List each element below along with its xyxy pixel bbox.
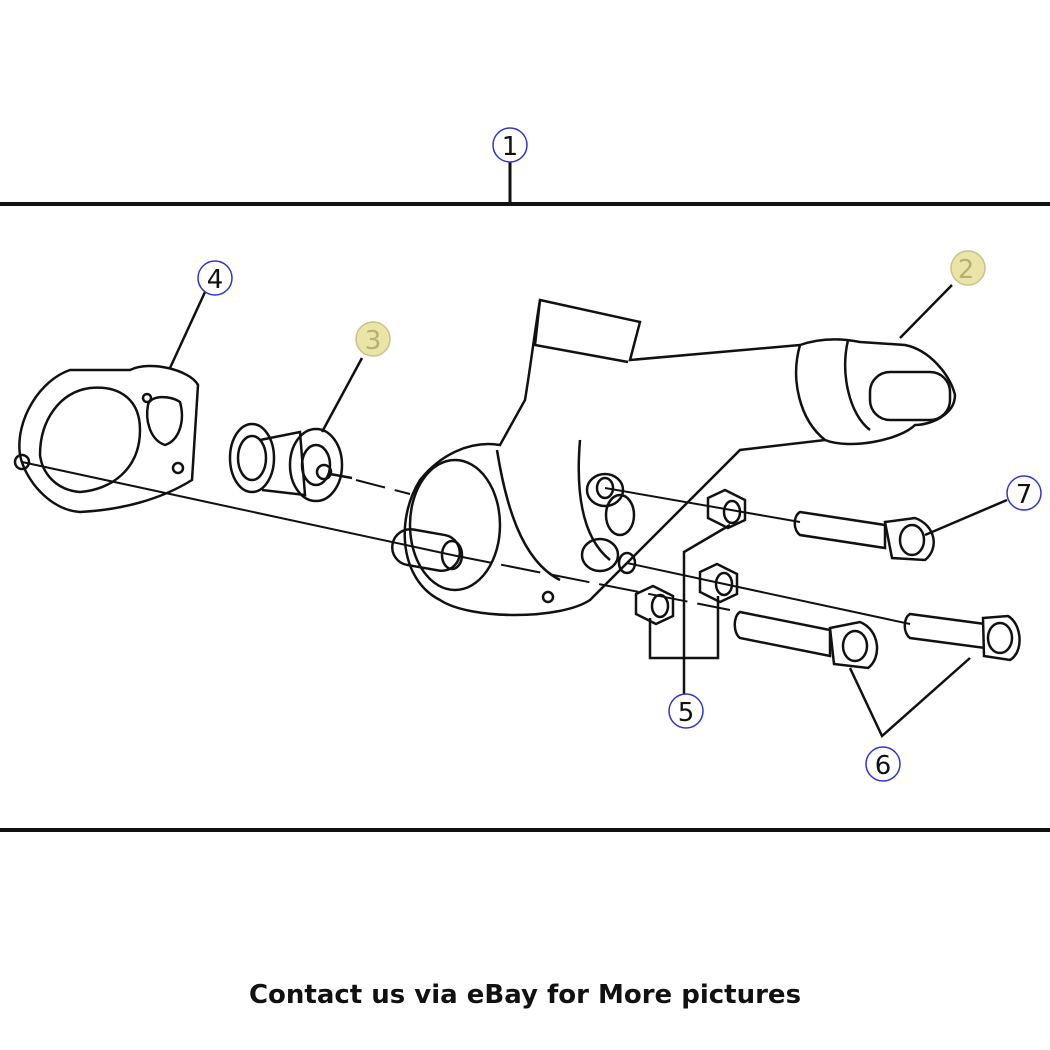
callout-label: 7 [1016, 480, 1033, 510]
callout-label: 2 [958, 255, 975, 285]
callout-7: 7 [1006, 475, 1042, 511]
thermostat-part [228, 422, 353, 503]
leader-4 [168, 291, 207, 369]
callout-label: 5 [678, 698, 695, 728]
callout-ring [865, 746, 901, 782]
callout-ring [1006, 475, 1042, 511]
leader-7 [924, 498, 1008, 537]
callout-2: 2 [950, 250, 986, 286]
callout-3: 3 [355, 321, 391, 357]
bolt-parts [733, 510, 1021, 670]
gasket-part [13, 364, 200, 514]
callout-4: 4 [197, 260, 233, 296]
leader-3 [320, 357, 364, 433]
leader-5b [682, 523, 731, 694]
leader-6 [848, 657, 971, 739]
callout-ring [355, 321, 391, 357]
callout-6: 6 [865, 746, 901, 782]
alignment-lines [21, 461, 911, 625]
housing-part [390, 298, 957, 617]
callout-5: 5 [668, 693, 704, 729]
callout-label: 1 [502, 132, 519, 162]
callout-label: 4 [207, 265, 224, 295]
leader-lines [168, 284, 1008, 739]
callout-1: 1 [492, 127, 528, 163]
callout-label: 3 [365, 326, 382, 356]
callout-label: 6 [875, 751, 892, 781]
leader-2 [899, 284, 953, 339]
callout-ring [668, 693, 704, 729]
footer-contact-text: Contact us via eBay for More pictures [248, 980, 802, 1010]
callout-ring [197, 260, 233, 296]
callout-ring [492, 127, 528, 163]
callout-ring [950, 250, 986, 286]
nut-parts [634, 488, 747, 626]
